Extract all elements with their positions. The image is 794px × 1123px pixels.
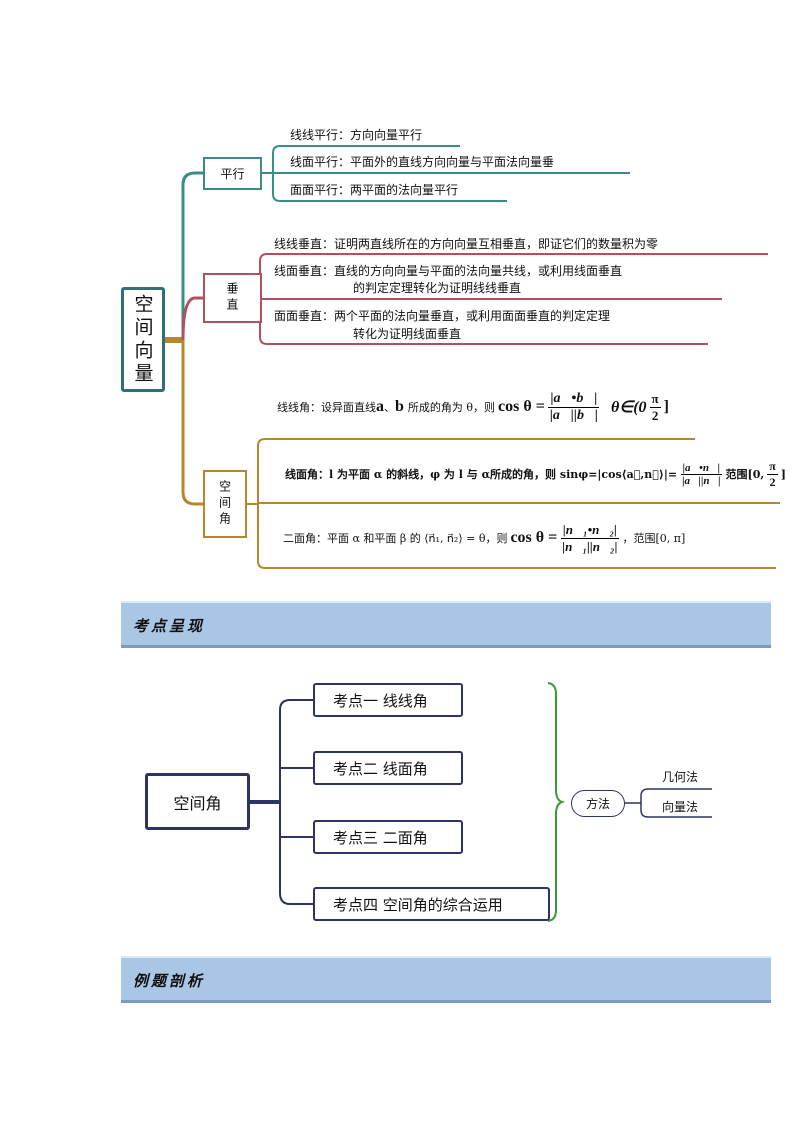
method-option-vector: 向量法 bbox=[662, 800, 699, 814]
perpendicular-item-cont: 的判定定理转化为证明线线垂直 bbox=[353, 281, 522, 295]
perpendicular-node: 垂直 bbox=[203, 273, 262, 323]
parallel-label: 平行 bbox=[220, 167, 245, 181]
angle-node: 空间角 bbox=[203, 470, 247, 538]
exam-point-3: 考点三 二面角 bbox=[313, 820, 463, 854]
exam-point-4: 考点四 空间角的综合运用 bbox=[313, 887, 550, 921]
perpendicular-item: 线面垂直：直线的方向向量与平面的法向量共线，或利用线面垂直 bbox=[274, 264, 623, 278]
perpendicular-item: 线线垂直：证明两直线所在的方向向量互相垂直，即证它们的数量积为零 bbox=[274, 237, 659, 251]
banner-title: 考点呈现 bbox=[133, 617, 206, 635]
parallel-item: 面面平行：两平面的法向量平行 bbox=[290, 183, 459, 197]
root-node-space-angle: 空间角 bbox=[145, 773, 250, 830]
line-angle-formula: 线线角：设异面直线 a 、 b 所成的角为 θ，则 cos θ = |a⃗•b⃗… bbox=[277, 390, 669, 423]
exam-point-1: 考点一 线线角 bbox=[313, 683, 463, 717]
parallel-item: 线面平行：平面外的直线方向向量与平面法向量垂 bbox=[290, 155, 555, 169]
parallel-node: 平行 bbox=[203, 157, 262, 190]
section-banner-exam-points: 考点呈现 bbox=[121, 603, 771, 648]
root-label: 空间向量 bbox=[131, 293, 154, 386]
banner-title: 例题剖析 bbox=[133, 972, 206, 990]
method-option-geometric: 几何法 bbox=[662, 770, 699, 784]
section-banner-examples: 例题剖析 bbox=[121, 958, 771, 1003]
angle-label: 空间角 bbox=[217, 480, 232, 528]
perpendicular-label: 垂直 bbox=[225, 282, 239, 314]
root-label: 空间角 bbox=[173, 793, 222, 813]
line-plane-angle-formula: 线面角：l 为平面 α 的斜线，φ 为 l 与 α所成的角，则 sinφ=|co… bbox=[285, 458, 786, 489]
root-node: 空间向量 bbox=[121, 287, 165, 392]
parallel-item: 线线平行：方向向量平行 bbox=[290, 128, 423, 142]
method-node: 方法 bbox=[571, 790, 625, 817]
perpendicular-item: 面面垂直：两个平面的法向量垂直，或利用面面垂直的判定定理 bbox=[274, 309, 611, 323]
exam-point-2: 考点二 线面角 bbox=[313, 751, 463, 785]
perpendicular-item-cont: 转化为证明线面垂直 bbox=[353, 327, 462, 341]
dihedral-angle-formula: 二面角：平面 α 和平面 β 的 ⟨n⃗₁, n⃗₂⟩ = θ，则 cos θ … bbox=[283, 521, 686, 554]
